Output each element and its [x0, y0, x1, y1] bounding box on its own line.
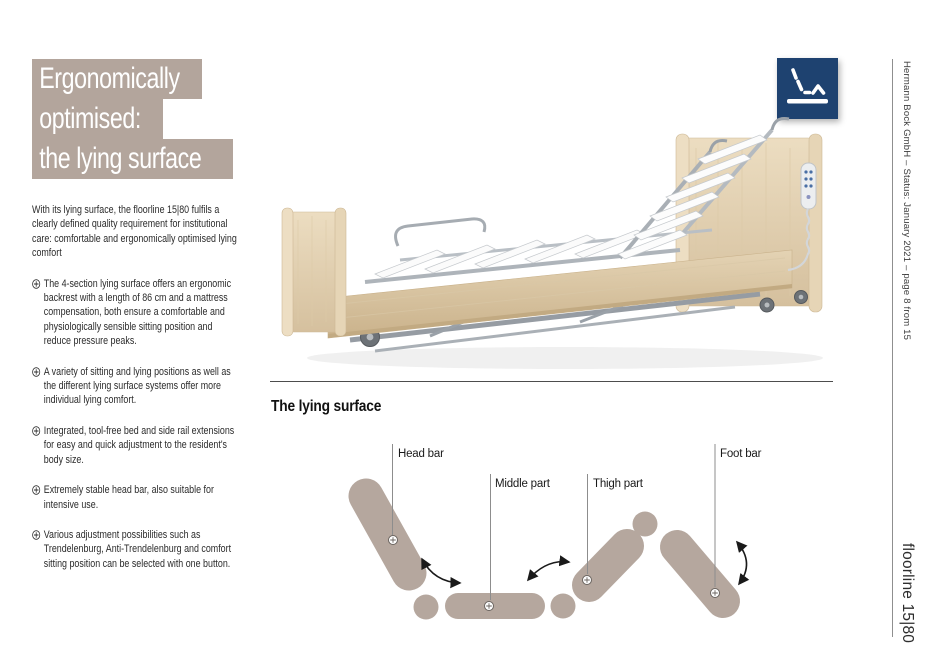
document-meta: Hermann Bock GmbH – Status: January 2021… — [901, 61, 912, 341]
plus-circle-icon — [32, 530, 41, 540]
feature-list: The 4-section lying surface offers an er… — [32, 277, 237, 572]
pivot-markers — [388, 535, 720, 611]
pivot-marker — [582, 575, 592, 585]
lying-surface-diagram: Head bar Middle part Thigh part Foot bar — [348, 444, 762, 620]
thigh-section — [572, 529, 644, 602]
remote-handset — [787, 162, 817, 272]
lying-surface-flat — [364, 217, 713, 284]
list-item: Various adjustment possibilities such as… — [32, 528, 237, 571]
page-title-line-2: optimised: — [32, 99, 163, 139]
product-name: floorline 15|80 — [899, 543, 916, 644]
margin-rule — [892, 59, 893, 637]
hinge-circle — [632, 511, 658, 537]
diagram-label-head: Head bar — [398, 448, 444, 460]
page-title-line-3: the lying surface — [32, 139, 233, 179]
page-title-line-1: Ergonomically — [32, 59, 202, 99]
plus-circle-icon — [32, 485, 41, 495]
rotation-arrow — [421, 557, 462, 589]
hinge-circle — [550, 593, 576, 619]
section-divider — [270, 381, 833, 382]
diagram-label-middle: Middle part — [495, 478, 551, 490]
plus-circle-icon — [32, 278, 41, 289]
hinge-circle — [413, 594, 439, 620]
page-title: Ergonomically optimised: the lying surfa… — [32, 59, 233, 179]
leader-lines — [392, 444, 716, 600]
bed-profile-icon — [777, 58, 838, 119]
rotation-arrow — [526, 555, 571, 582]
head-section — [348, 478, 427, 591]
plus-circle-icon — [32, 426, 41, 436]
list-item: The 4-section lying surface offers an er… — [32, 277, 237, 349]
section-title: The lying surface — [271, 398, 382, 415]
list-item: Extremely stable head bar, also suitable… — [32, 483, 237, 512]
bed-sections — [348, 478, 740, 620]
footboard — [281, 207, 347, 337]
diagram-label-thigh: Thigh part — [593, 478, 644, 490]
pivot-marker — [388, 535, 398, 545]
pivot-marker — [484, 601, 494, 611]
motion-arrows — [421, 540, 750, 589]
list-item: Integrated, tool-free bed and side rail … — [32, 424, 237, 467]
diagram-label-foot: Foot bar — [720, 448, 762, 460]
bed-photo — [281, 117, 823, 369]
bed-profile-glyph — [787, 68, 828, 104]
body-copy: With its lying surface, the floorline 15… — [32, 203, 237, 571]
pivot-marker — [710, 588, 720, 598]
list-item: A variety of sitting and lying positions… — [32, 365, 237, 408]
backrest-raised — [617, 117, 790, 260]
intro-paragraph: With its lying surface, the floorline 15… — [32, 204, 237, 260]
plus-circle-icon — [32, 366, 41, 377]
rotation-arrow — [735, 540, 750, 586]
